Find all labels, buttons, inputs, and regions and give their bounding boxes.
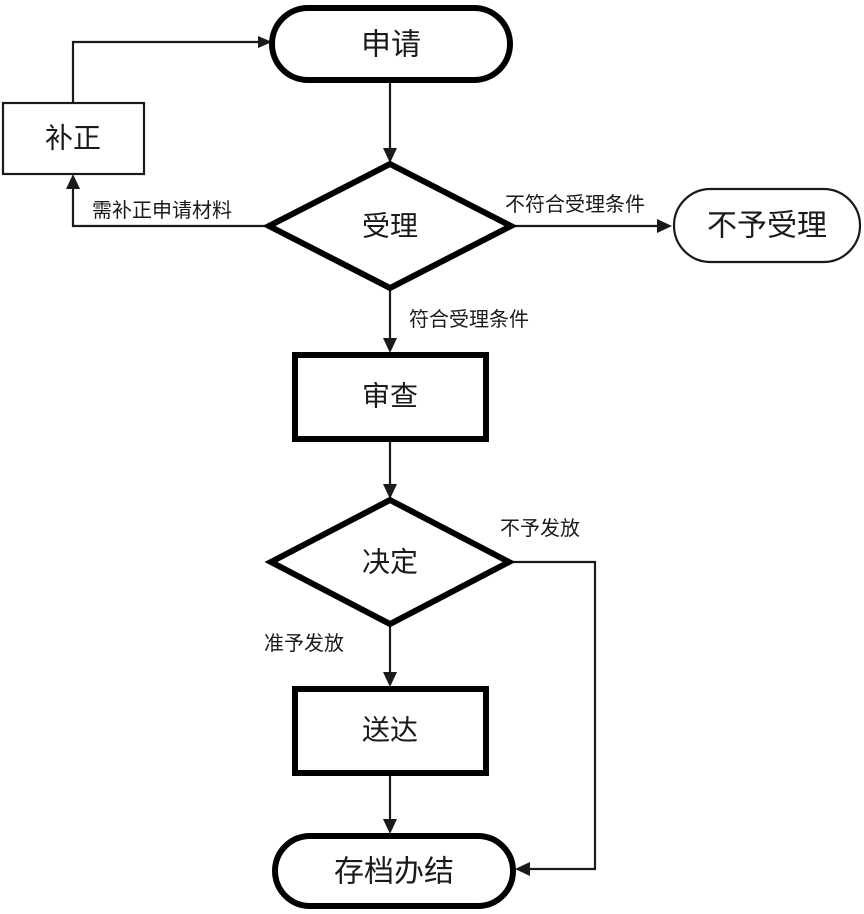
node-decide-shape [264, 496, 516, 628]
node-review-label: 审查 [362, 381, 418, 413]
node-apply[interactable]: 申请 [269, 5, 513, 83]
edge-accept-to-correct-arrowhead [66, 174, 80, 189]
node-apply-shape [269, 5, 513, 83]
node-decide[interactable]: 决定 [264, 496, 516, 628]
edge-label-not-issued: 不予发放 [500, 517, 580, 540]
node-archive[interactable]: 存档办结 [272, 833, 516, 909]
edge-accept-to-not-accepted-arrowhead [657, 219, 672, 233]
edge-review-to-decide-arrowhead [383, 484, 397, 499]
edge-deliver-to-archive [383, 776, 397, 834]
node-correct-label: 补正 [45, 123, 101, 155]
node-accept-label: 受理 [362, 211, 418, 243]
node-accept[interactable]: 受理 [262, 160, 518, 292]
node-archive-label: 存档办结 [334, 856, 454, 889]
node-not-accepted[interactable]: 不予受理 [672, 187, 862, 264]
edge-correct-to-apply [71, 36, 272, 102]
edge-apply-to-accept [383, 80, 397, 163]
node-correct-shape [1, 101, 146, 176]
node-archive-shape [272, 833, 516, 909]
edge-decide-to-deliver: 准予发放 [264, 625, 397, 687]
edge-decide-to-archive-line [510, 560, 597, 871]
node-deliver-shape [292, 686, 489, 776]
edge-decide-to-archive-arrowhead [515, 862, 530, 876]
node-deliver-label: 送达 [362, 715, 418, 747]
node-review-shape [292, 352, 489, 442]
node-review[interactable]: 审查 [292, 352, 489, 442]
edge-deliver-to-archive-arrowhead [383, 819, 397, 834]
edge-label-approved-issue: 准予发放 [264, 632, 344, 655]
edge-correct-to-apply-line [71, 40, 262, 102]
node-apply-label: 申请 [361, 29, 421, 62]
edge-decide-to-archive: 不予发放 [500, 517, 597, 876]
edge-accept-to-review: 符合受理条件 [383, 290, 529, 353]
edge-label-not-meeting-conditions: 不符合受理条件 [505, 193, 645, 216]
node-not-accepted-label: 不予受理 [707, 210, 827, 243]
edge-accept-to-review-arrowhead [383, 338, 397, 353]
edge-accept-to-correct: 需补正申请材料 [66, 174, 268, 228]
node-accept-shape [262, 160, 518, 292]
node-decide-label: 决定 [362, 547, 418, 579]
node-correct[interactable]: 补正 [1, 101, 146, 176]
edge-apply-to-accept-arrowhead [383, 148, 397, 163]
edge-label-meets-conditions: 符合受理条件 [409, 308, 529, 331]
edge-label-need-correction: 需补正申请材料 [92, 199, 232, 222]
node-deliver[interactable]: 送达 [292, 686, 489, 776]
edge-decide-to-deliver-arrowhead [383, 672, 397, 687]
edge-correct-to-apply-arrowhead [258, 36, 272, 48]
edge-accept-to-correct-line [71, 186, 268, 228]
node-not-accepted-shape [672, 187, 862, 264]
edge-accept-to-not-accepted: 不符合受理条件 [505, 193, 672, 233]
edge-review-to-decide [383, 440, 397, 499]
